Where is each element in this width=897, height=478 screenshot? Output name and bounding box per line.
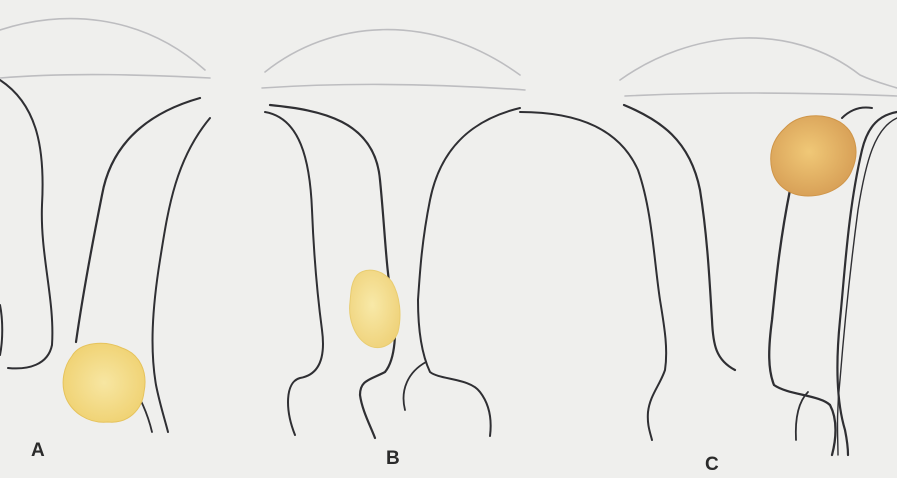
panel-label-b: B — [386, 448, 400, 470]
panel-b-illustration — [262, 30, 525, 438]
lesion-a — [63, 343, 145, 422]
panel-c-illustration — [520, 38, 897, 455]
lesion-c — [771, 116, 856, 196]
lesion-b — [350, 270, 400, 347]
panel-label-a: A — [31, 440, 45, 462]
